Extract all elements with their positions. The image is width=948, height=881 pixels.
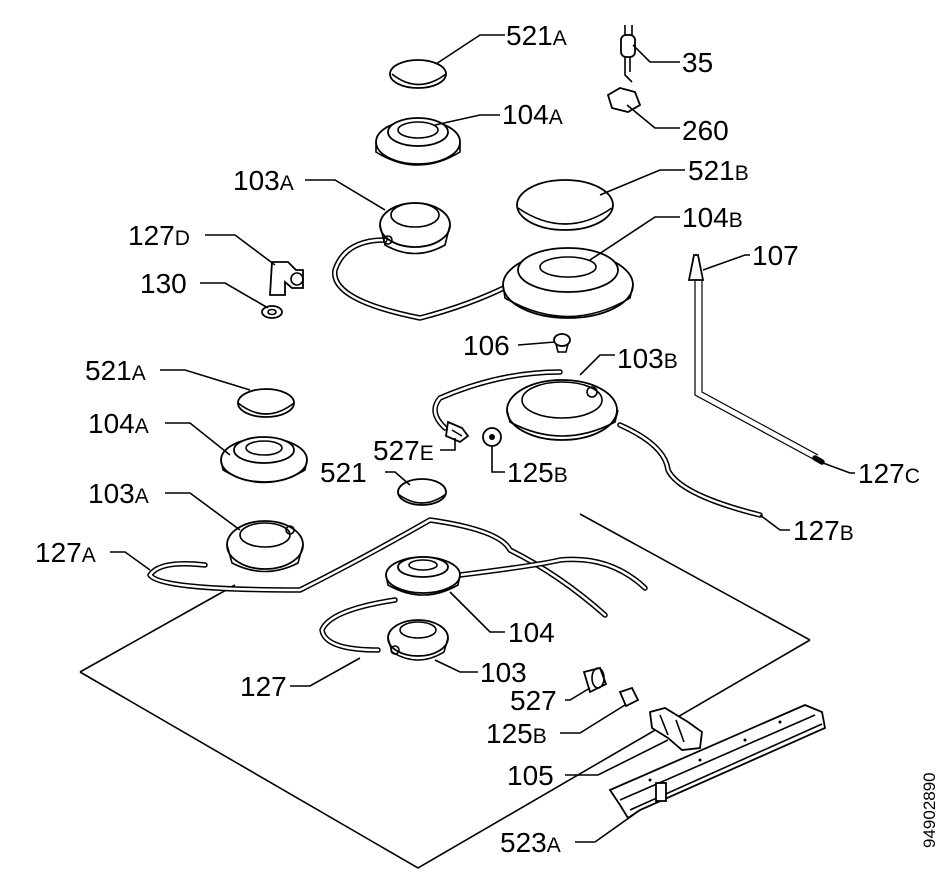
- cap-521A-mid: [237, 388, 295, 418]
- label-125B-mid: 125B: [507, 457, 568, 488]
- drawing-reference-number: 94902890: [920, 772, 939, 848]
- fitting-527E: [445, 420, 470, 444]
- gas-tap-105: [649, 707, 703, 751]
- label-523A: 523A: [500, 827, 561, 858]
- label-527: 527: [510, 685, 557, 716]
- label-104A-top: 104A: [502, 99, 563, 130]
- gas-rail-523A: [608, 704, 827, 820]
- nut-125B-bottom: [618, 686, 640, 708]
- label-106: 106: [463, 330, 510, 361]
- label-103B: 103B: [617, 343, 678, 374]
- gas-pipes: [147, 237, 825, 653]
- label-103A-mid: 103A: [88, 478, 149, 509]
- washer-130: [261, 305, 283, 319]
- spark-electrode-35: [620, 25, 636, 83]
- leader-lines: [110, 34, 855, 843]
- label-127D: 127D: [128, 220, 190, 251]
- body-103A-top: [379, 202, 451, 255]
- label-527E: 527E: [373, 435, 434, 466]
- elbow-127D: [269, 261, 304, 296]
- cap-521B: [516, 179, 614, 231]
- label-127B: 127B: [793, 515, 854, 546]
- label-127C: 127C: [858, 458, 920, 489]
- cap-521A-top: [389, 59, 447, 89]
- label-125B-bottom: 125B: [486, 718, 547, 749]
- label-104B: 104B: [682, 202, 743, 233]
- crown-104B: [502, 247, 634, 319]
- label-260: 260: [682, 115, 729, 146]
- label-107: 107: [752, 240, 799, 271]
- body-103: [387, 619, 449, 661]
- label-103A-top: 103A: [233, 165, 294, 196]
- label-130: 130: [140, 268, 187, 299]
- label-521A-top: 521A: [506, 20, 567, 51]
- label-35: 35: [682, 47, 713, 78]
- label-521B: 521B: [688, 155, 749, 186]
- thermocouple-107: [687, 254, 705, 281]
- cap-521: [397, 478, 447, 506]
- crown-104: [385, 556, 461, 596]
- label-104: 104: [508, 617, 555, 648]
- body-103A-mid: [226, 520, 304, 573]
- label-521A-mid: 521A: [85, 355, 146, 386]
- injector-106: [553, 333, 571, 353]
- clip-260: [606, 87, 642, 113]
- label-127A: 127A: [35, 537, 96, 568]
- label-521: 521: [320, 457, 367, 488]
- label-105: 105: [507, 760, 554, 791]
- sleeve-527: [582, 666, 608, 694]
- crown-104A-top: [375, 117, 461, 166]
- crown-104A-mid: [220, 436, 308, 484]
- nut-125B-mid: [482, 427, 502, 447]
- label-103: 103: [480, 657, 527, 688]
- label-104A-mid: 104A: [88, 408, 149, 439]
- body-103B: [506, 379, 619, 441]
- label-127: 127: [240, 671, 287, 702]
- part-labels: 521A 35 104A 260 103A 521B 104B 127D 107…: [35, 20, 920, 858]
